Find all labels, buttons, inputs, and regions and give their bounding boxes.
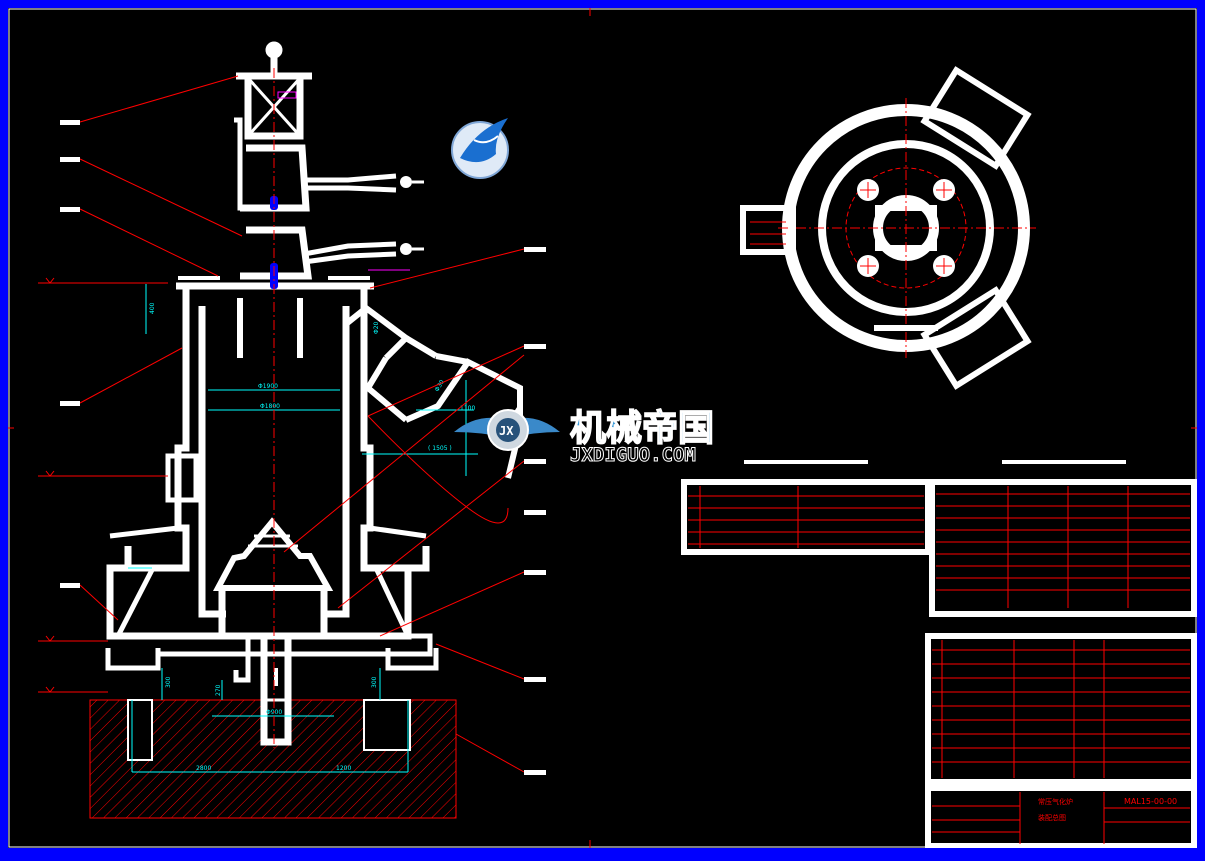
dim-nozzle-a: Φ20 bbox=[373, 321, 380, 334]
drawing-title-1: 常压气化炉 bbox=[1038, 797, 1073, 806]
dim-height-a: 300 bbox=[165, 676, 172, 688]
bird-logo-icon bbox=[451, 118, 509, 179]
plan-view bbox=[740, 66, 1036, 390]
cad-drawing: Φ1900 Φ1800 400 1100 ( 1505 ) 2800 1200 … bbox=[8, 8, 1197, 849]
drawing-sheet: Φ1900 Φ1800 400 1100 ( 1505 ) 2800 1200 … bbox=[8, 8, 1197, 849]
leader-label-boxes bbox=[60, 120, 546, 775]
gasifier-assembly bbox=[105, 41, 439, 746]
dim-bottom-1200: 1200 bbox=[336, 765, 351, 772]
dim-inner-diameter-a: Φ1800 bbox=[260, 403, 280, 410]
leader-lines bbox=[38, 68, 525, 773]
magenta-annotations bbox=[277, 91, 410, 271]
brand-watermark: JX 机械帝国 JXDIGUO.COM bbox=[451, 118, 715, 467]
brand-name-cn: 机械帝国 bbox=[570, 408, 714, 449]
dim-height-c: 270 bbox=[215, 684, 222, 696]
drawing-number: MAL15-00-00 bbox=[1124, 797, 1177, 806]
winged-badge-icon: JX bbox=[454, 409, 560, 451]
dimension-lines bbox=[128, 284, 478, 773]
drawing-title-2: 装配总图 bbox=[1038, 813, 1066, 822]
dimension-texts: Φ1900 Φ1800 400 1100 ( 1505 ) 2800 1200 … bbox=[149, 302, 475, 772]
dim-side-1100: 1100 bbox=[460, 405, 475, 412]
dim-bottom-2800: 2800 bbox=[196, 765, 211, 772]
foundation-block bbox=[89, 698, 457, 819]
dim-inner-diameter-b: Φ1900 bbox=[258, 383, 278, 390]
brand-name-en: JXDIGUO.COM bbox=[570, 444, 696, 466]
dim-left: 400 bbox=[149, 302, 156, 314]
dim-height-b: 300 bbox=[371, 676, 378, 688]
badge-letters: JX bbox=[499, 424, 514, 438]
spec-tables: MAL15-00-00 常压气化炉 装配总图 bbox=[681, 460, 1197, 849]
dim-side-1505: ( 1505 ) bbox=[428, 445, 452, 452]
